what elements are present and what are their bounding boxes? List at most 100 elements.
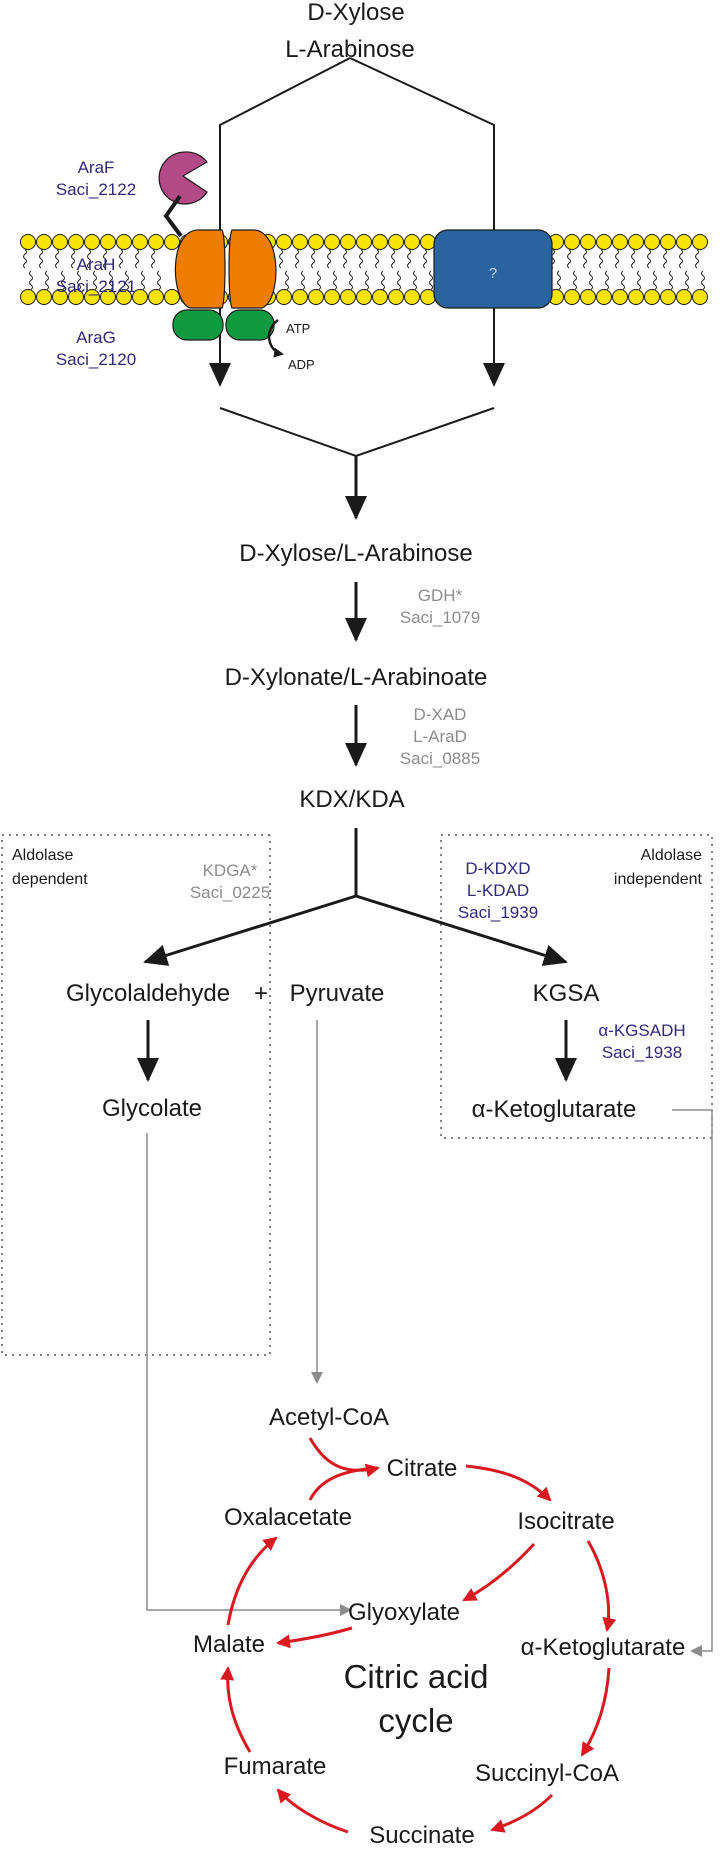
aldolase-dependent-label-2: dependent [12, 871, 88, 888]
oxalacetate-label: Oxalacetate [224, 1504, 352, 1531]
araf-label: AraF [78, 158, 115, 177]
kdxd-enzyme-label: D-KDXD [465, 859, 530, 878]
lipid-head [132, 234, 148, 250]
isocitrate-label: Isocitrate [517, 1508, 614, 1535]
lipid-tail [141, 270, 145, 290]
lipid-head [292, 234, 308, 250]
lipid-tail [157, 270, 161, 290]
lipid-tail [637, 270, 641, 290]
lipid-tail [423, 249, 427, 269]
lipid-tail [413, 270, 417, 290]
isocitrate-to-glyoxylate-arrow [462, 1542, 536, 1602]
lipid-tail [125, 270, 129, 290]
araf-gene-label: Saci_2122 [56, 180, 136, 199]
glycolate-to-glyoxylate-arrow [146, 1133, 352, 1616]
glycolaldehyde-label: Glycolaldehyde [66, 980, 230, 1007]
malate-label: Malate [193, 1631, 265, 1658]
arah-permease-right [228, 229, 277, 309]
lipid-head [100, 234, 116, 250]
atp-hydrolysis-arrow [267, 319, 284, 358]
lipid-tail [557, 270, 561, 290]
lipid-head [308, 234, 324, 250]
lipid-head [644, 289, 660, 305]
araf-binding-protein [158, 151, 208, 205]
lipid-tail [23, 249, 27, 269]
lipid-tail [119, 249, 123, 269]
lipid-head [388, 289, 404, 305]
arag-label: AraG [76, 328, 116, 347]
lipid-head [340, 289, 356, 305]
lipid-tail [381, 270, 385, 290]
lipid-head [84, 234, 100, 250]
kgsa-label: KGSA [533, 980, 600, 1007]
lipid-tail [87, 249, 91, 269]
lipid-head [564, 289, 580, 305]
lipid-head [148, 234, 164, 250]
lipid-head [148, 289, 164, 305]
citrate-to-isocitrate-arrow [465, 1464, 552, 1502]
lipid-tail [295, 249, 299, 269]
lipid-head [404, 234, 420, 250]
lipid-head [116, 234, 132, 250]
lipid-head [404, 289, 420, 305]
lipid-head [660, 289, 676, 305]
xad-gene-label: Saci_0885 [400, 749, 480, 768]
lipid-head [68, 289, 84, 305]
lipid-tail [397, 270, 401, 290]
tca-arrows [220, 1437, 617, 1834]
lipid-tail [583, 249, 587, 269]
citrate-label: Citrate [387, 1455, 458, 1482]
gdh-gene-label: Saci_1079 [400, 608, 480, 627]
lipid-tail [631, 249, 635, 269]
xad-enzyme-label: D-XAD [414, 705, 467, 724]
lipid-tail [701, 270, 705, 290]
kdga-gene-label: Saci_0225 [190, 883, 270, 902]
lipid-head [276, 234, 292, 250]
lipid-tail [663, 249, 667, 269]
lipid-tail [669, 270, 673, 290]
lipid-head [628, 234, 644, 250]
aldolase-independent-label-2: independent [614, 871, 703, 888]
lipid-head [596, 289, 612, 305]
succinyl-coa-label: Succinyl-CoA [475, 1760, 619, 1787]
acetyl-coa-label: Acetyl-CoA [269, 1404, 389, 1431]
lipid-head [596, 234, 612, 250]
lipid-head [132, 289, 148, 305]
aldolase-arrow [143, 894, 357, 966]
lipid-head [580, 289, 596, 305]
lipid-head [372, 289, 388, 305]
arah-permease-left [174, 229, 226, 309]
lipid-head [660, 234, 676, 250]
lipid-head [36, 234, 52, 250]
lipid-tail [151, 249, 155, 269]
lipid-tail [407, 249, 411, 269]
lipid-tail [333, 270, 337, 290]
lipid-head [20, 234, 36, 250]
tca-title: Citric acid [344, 1658, 489, 1695]
arag-gene-label: Saci_2120 [56, 350, 136, 369]
lipid-head [644, 234, 660, 250]
xylonate-arabinoate-label: D-Xylonate/L-Arabinoate [225, 664, 488, 691]
gdh-enzyme-label: GDH* [418, 586, 463, 605]
lipid-head [356, 234, 372, 250]
lipid-tail [61, 270, 65, 290]
lipid-tail [349, 270, 353, 290]
succinate-label: Succinate [369, 1822, 474, 1849]
akg-to-succinyl-coa-arrow [580, 1667, 611, 1757]
arag-atpase-left [172, 309, 224, 341]
lipid-tail [135, 249, 139, 269]
lipid-tail [311, 249, 315, 269]
tca-alpha-ketoglutarate-label: α-Ketoglutarate [521, 1634, 686, 1661]
lipid-head [420, 234, 436, 250]
atp-label: ATP [286, 321, 310, 336]
malate-to-oxalacetate-arrow [226, 1536, 278, 1626]
kgsadh-gene-label: Saci_1938 [602, 1043, 682, 1062]
lipid-tail [567, 249, 571, 269]
lipid-tail [45, 270, 49, 290]
lipid-tail [301, 270, 305, 290]
lipid-tail [327, 249, 331, 269]
alpha-ketoglutarate-pathway-label: α-Ketoglutarate [472, 1096, 637, 1123]
lipid-head [116, 289, 132, 305]
lipid-tail [71, 249, 75, 269]
